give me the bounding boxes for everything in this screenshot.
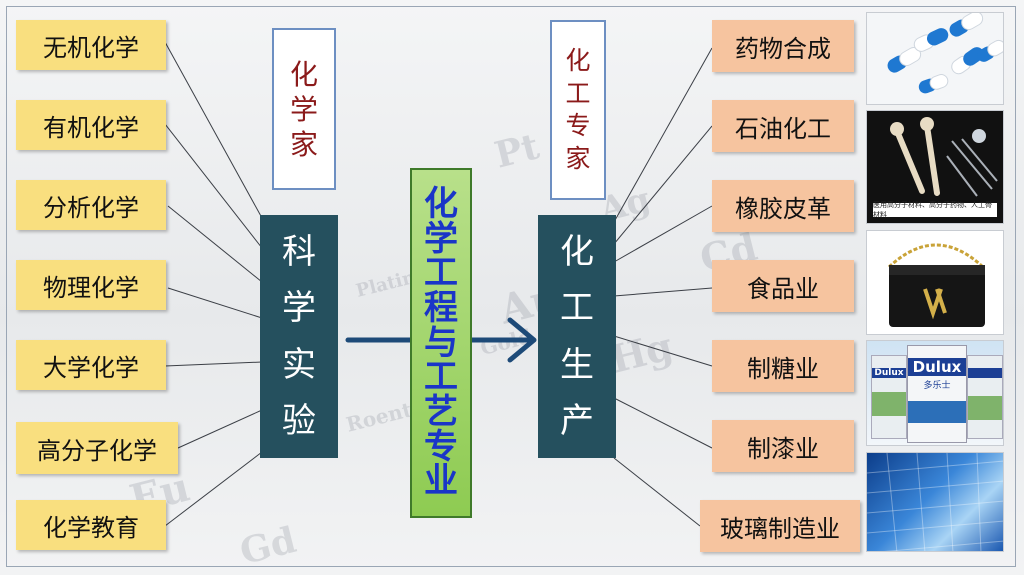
title-char: 学: [289, 92, 318, 126]
paint-brand-label: Dulux: [908, 358, 966, 376]
major-char: 学: [424, 218, 458, 259]
dark-box-char: 工: [560, 288, 594, 329]
connector-line: [613, 335, 713, 367]
capsule-icon: [887, 13, 1003, 94]
right-item: 食品业: [712, 260, 854, 312]
title-char: 化: [565, 46, 591, 75]
dark-box-char: 科: [282, 232, 316, 273]
paint-label-band: [872, 392, 906, 416]
major-char: 工: [424, 357, 458, 398]
left-item: 化学教育: [16, 500, 166, 550]
connector-line: [164, 41, 263, 219]
left-item: 分析化学: [16, 180, 166, 230]
glass-facade-icon: [867, 453, 1003, 551]
major-char: 工: [424, 253, 458, 294]
handbag-icon: [887, 243, 985, 327]
left-item: 有机化学: [16, 100, 166, 150]
paint-can-center: Dulux 多乐士: [907, 345, 967, 443]
materials-caption: 医用高分子材料、高分子药物、人工骨材料: [873, 201, 997, 219]
major-char: 化: [424, 183, 458, 224]
right-item: 玻璃制造业: [700, 500, 860, 552]
left-item: 物理化学: [16, 260, 166, 310]
right-item: 制漆业: [712, 420, 854, 472]
right-item: 石油化工: [712, 100, 854, 152]
major-char: 专: [424, 426, 458, 467]
arrow: [345, 317, 537, 363]
paint-cans-image: Dulux Dulux 多乐士: [866, 340, 1004, 446]
connector-line: [613, 287, 713, 297]
major-char: 与: [424, 322, 458, 363]
paint-cn-label: 多乐士: [923, 381, 951, 391]
major-char: 业: [424, 461, 458, 502]
connector-line: [613, 397, 713, 449]
connector-line: [613, 125, 713, 245]
title-char: 化: [289, 57, 318, 91]
chem-engineer-title: 化 工 专 家: [550, 20, 606, 200]
dark-box-char: 学: [282, 288, 316, 329]
connector-line: [177, 409, 263, 449]
left-item: 无机化学: [16, 20, 166, 70]
title-char: 专: [565, 111, 591, 140]
connector-line: [613, 457, 701, 527]
paint-label-band: [968, 396, 1002, 420]
dark-box-char: 验: [282, 400, 316, 441]
dark-box-char: 产: [560, 400, 594, 441]
title-char: 家: [289, 127, 318, 161]
major-char: 程: [424, 287, 458, 328]
paint-brand-label: Dulux: [872, 368, 906, 378]
dark-box-char: 化: [560, 232, 594, 273]
dark-box-char: 生: [560, 344, 594, 385]
biomaterials-image: 医用高分子材料、高分子药物、人工骨材料: [866, 110, 1004, 224]
connector-line: [167, 205, 263, 283]
connector-line: [164, 123, 263, 249]
leather-bag-image: [866, 230, 1004, 335]
paint-can-left: Dulux: [871, 355, 907, 439]
bone-implant-icon: [890, 117, 998, 197]
paint-label-band: [968, 368, 1002, 378]
right-item: 橡胶皮革: [712, 180, 854, 232]
connector-line: [167, 287, 263, 319]
left-item: 高分子化学: [16, 422, 178, 474]
connector-line: [613, 47, 713, 223]
paint-label-band: [908, 401, 966, 423]
major-char: 艺: [424, 392, 458, 432]
chemical-production-box: 化 工 生 产: [538, 215, 616, 458]
chemist-title: 化 学 家: [272, 28, 336, 190]
scientific-experiment-box: 科 学 实 验: [260, 215, 338, 458]
major-box: 化 学 工 程 与 工 艺 专 业: [410, 168, 472, 518]
title-char: 工: [565, 78, 591, 108]
paint-can-right: [967, 355, 1003, 439]
right-item: 制糖业: [712, 340, 854, 392]
connector-line: [164, 361, 263, 367]
left-item: 大学化学: [16, 340, 166, 390]
title-char: 家: [565, 143, 591, 173]
capsules-image: [866, 12, 1004, 105]
connector-line: [613, 205, 713, 263]
glass-building-image: [866, 452, 1004, 552]
right-item: 药物合成: [712, 20, 854, 72]
connector-line: [164, 451, 263, 527]
dark-box-char: 实: [282, 344, 316, 385]
